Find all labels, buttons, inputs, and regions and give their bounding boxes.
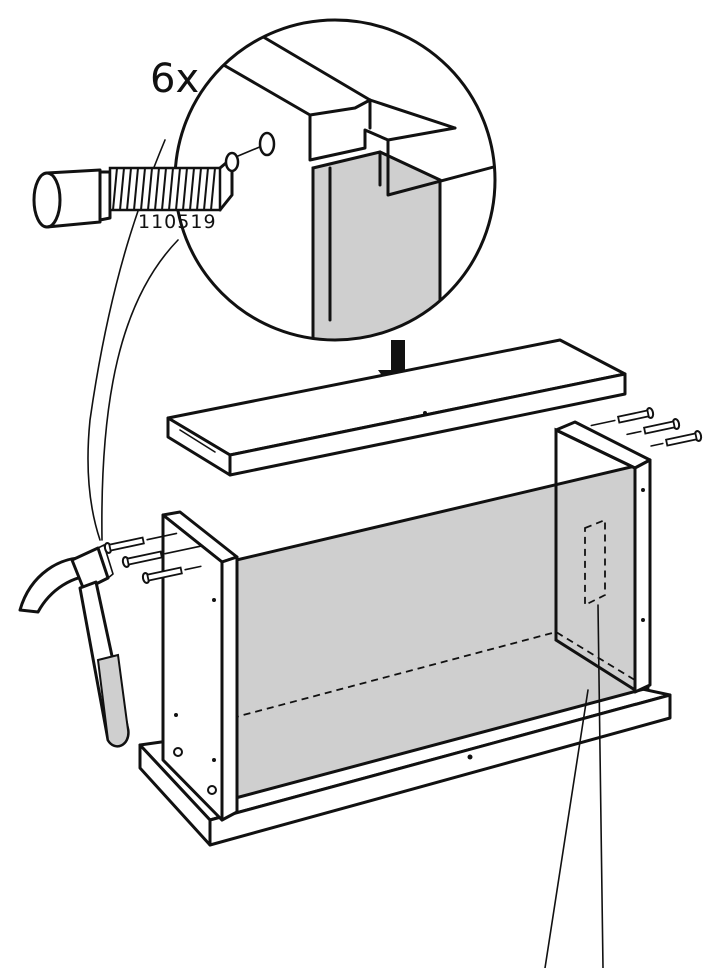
zoom-detail [213, 20, 495, 340]
detail-pointer-line-left [544, 689, 589, 969]
nail-icon-right [590, 407, 703, 447]
quantity-label: 6x [150, 56, 199, 102]
detail-pointer-line-right [597, 604, 604, 969]
right-side-panel [554, 420, 652, 694]
left-side-panel [161, 510, 239, 822]
hammer-icon [18, 544, 130, 748]
dowel-hole-icon [258, 131, 276, 157]
callout-line-left [101, 239, 179, 541]
zoom-callout [173, 18, 497, 342]
dowel-icon [32, 131, 276, 229]
top-board [166, 338, 627, 477]
part-number-label: 110519 [138, 211, 217, 233]
